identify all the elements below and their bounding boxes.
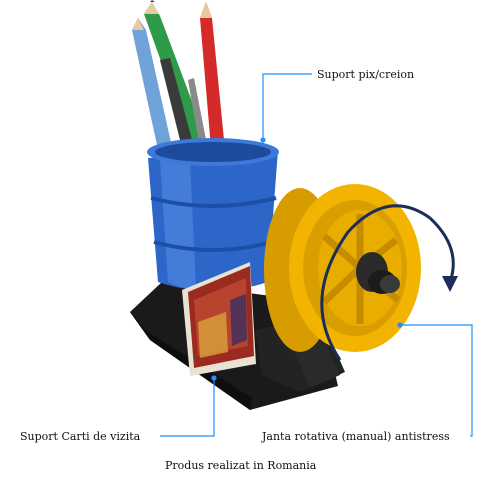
yellow-rotating-wheel: [264, 184, 421, 352]
business-cards: [182, 262, 256, 376]
blue-barrel-pen-holder: [147, 138, 279, 291]
callout-lines: [160, 73, 473, 437]
label-pen-holder: Suport pix/creion: [317, 68, 415, 81]
label-card-holder: Suport Carti de vizita: [20, 430, 141, 443]
label-rotating-wheel: Janta rotativa (manual) antistress: [262, 430, 450, 443]
rotation-arrow-icon: [320, 204, 458, 361]
label-made-in-romania: Produs realizat in Romania: [165, 459, 317, 472]
